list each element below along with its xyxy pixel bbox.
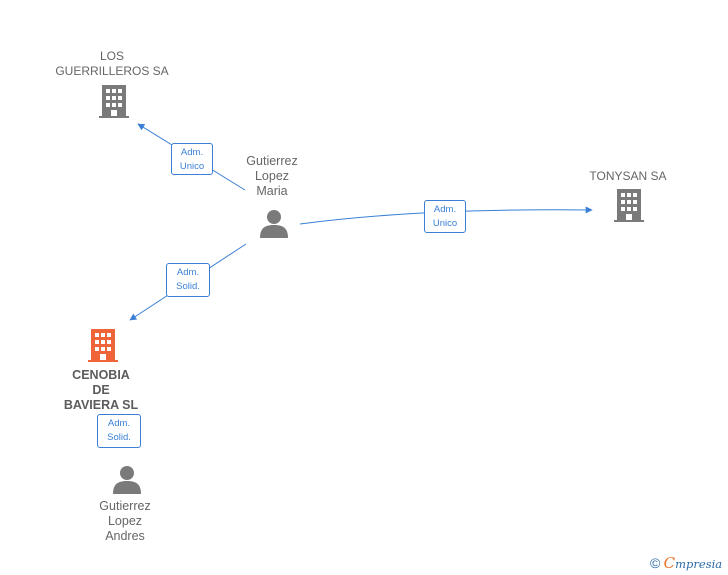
brand-initial: C <box>663 554 676 572</box>
copyright-symbol: © <box>650 555 661 571</box>
edge-label-maria-to-guerrilleros[interactable]: Adm. Unico <box>171 143 213 175</box>
company-label-tonysan[interactable]: TONYSAN SA <box>589 169 667 183</box>
edge-label-maria-to-cenobia[interactable]: Adm. Solid. <box>166 263 210 297</box>
person-icon[interactable] <box>260 210 288 238</box>
person-label-gutierrez-andres[interactable]: Gutierrez Lopez Andres <box>99 499 151 543</box>
person-label-gutierrez-maria[interactable]: Gutierrez Lopez Maria <box>246 154 298 198</box>
brand-watermark[interactable]: © Cmpresia <box>650 554 722 572</box>
building-icon[interactable] <box>88 329 118 362</box>
brand-name: mpresia <box>675 557 723 571</box>
building-icon[interactable] <box>614 189 644 222</box>
edge-label-maria-to-tonysan[interactable]: Adm. Unico <box>424 200 466 233</box>
edge-label-andres-to-cenobia[interactable]: Adm. Solid. <box>97 414 141 448</box>
company-label-los-guerrilleros[interactable]: LOS GUERRILLEROS SA <box>55 49 169 78</box>
person-icon[interactable] <box>113 466 141 494</box>
building-icon[interactable] <box>99 85 129 118</box>
company-label-cenobia[interactable]: CENOBIA DE BAVIERA SL <box>63 368 139 412</box>
